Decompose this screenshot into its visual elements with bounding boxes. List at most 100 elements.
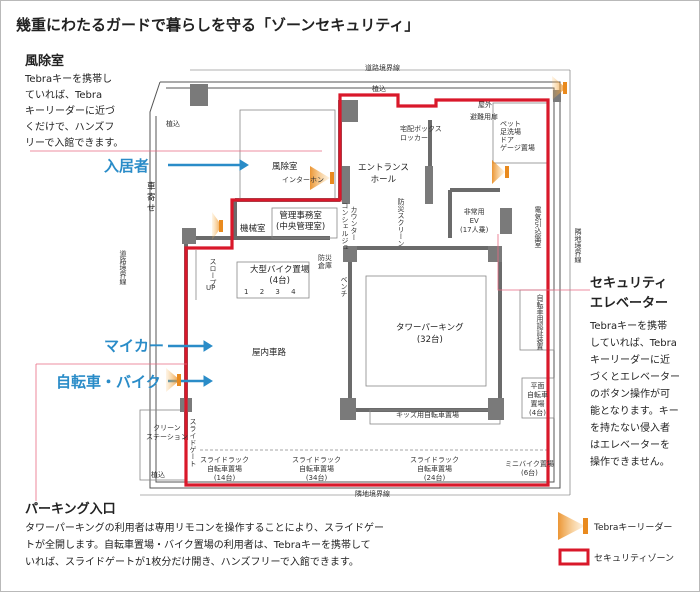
elevator-line: していれば、Tebra — [590, 338, 677, 349]
lobby-line: キーリーダーに近づ — [25, 106, 115, 117]
delivery-line: 宅配ボックス — [400, 125, 442, 133]
clean-station-line: ステーション — [146, 433, 188, 441]
planting-label: 植込 — [372, 85, 386, 93]
elevator-line: を持たない侵入者 — [590, 423, 670, 434]
elevator-line: 操作できません。 — [590, 457, 670, 468]
evac-door-label: 避難用扉 — [470, 113, 498, 121]
bike-slot-number: 2 — [259, 288, 265, 296]
ev-line: (17人乗) — [460, 226, 489, 234]
entrance-hall-line: エントランス — [358, 163, 409, 173]
bike-slot-number: 1 — [244, 288, 249, 296]
bike-label: 自転車・バイク — [56, 373, 161, 391]
slope-label: スロープ — [209, 258, 217, 286]
slide-rack-line: スライドラック — [410, 456, 459, 464]
security-zone-outline — [184, 93, 550, 487]
flat-bike-line: 置場 — [530, 400, 545, 408]
bench-label: ベンチ — [340, 276, 348, 297]
pet-line: 足洗場 — [500, 128, 521, 136]
clean-station-label: クリーン ステーション — [146, 424, 188, 442]
mgmt-line: (中央管理室) — [276, 222, 326, 232]
slide-gate-label: スライドゲート — [189, 418, 197, 467]
elevator-heading-line: エレベーター — [590, 296, 669, 311]
lobby-description: Tebraキーを携帯し ていれば、Tebra キーリーダーに近づ くだけで、ハン… — [25, 72, 140, 152]
elevator-line: キーリーダーに近 — [590, 355, 670, 366]
pillars — [180, 84, 561, 420]
inner-road-label: 屋内車路 — [252, 348, 287, 358]
concierge-label: カウンター — [350, 206, 358, 241]
legend-zone-label: セキュリティゾーン — [594, 554, 675, 564]
screen-label: 防災スクリーン — [397, 198, 405, 247]
parking-line: トが全開します。自転車置場・バイク置場の利用者は、Tebraキーを携帯して — [25, 540, 371, 551]
delivery-line: ロッカー — [400, 134, 428, 142]
entrance-hall-line: ホール — [370, 175, 397, 185]
elevator-line: づくとエレベーター — [590, 372, 680, 383]
delivery-box-label: 宅配ボックス ロッカー — [400, 125, 442, 143]
resident-label: 入居者 — [104, 157, 150, 175]
legend-symbols — [558, 512, 590, 566]
ev-line: 非常用 — [463, 208, 485, 216]
parking-heading: パーキング入口 — [25, 502, 116, 517]
warehouse-line: 防災 — [318, 254, 332, 262]
big-bike-line: (4台) — [269, 276, 290, 286]
emergency-ev-label: 非常用 EV (17人乗) — [460, 208, 488, 235]
slide-rack-line: 自転車置場 — [417, 465, 452, 473]
up-label: UP — [206, 284, 216, 292]
parking-description: タワーパーキングの利用者は専用リモコンを操作することにより、スライドゲー トが全… — [25, 520, 384, 571]
road-left-label: 道路境界線 — [119, 250, 127, 285]
pet-line: ドア — [500, 136, 514, 144]
big-bike-label: 大型バイク置場 (4台) — [250, 265, 309, 287]
planting-label: 植込 — [151, 471, 165, 479]
concierge-label: コンシェルジュ — [341, 202, 349, 251]
slide-rack-1-label: スライドラック 自転車置場 (14台) — [200, 456, 249, 483]
car-stop-line: 車 — [147, 182, 156, 192]
ev-line: EV — [469, 217, 479, 225]
tower-parking-line: タワーパーキング — [396, 323, 464, 333]
car-stop-line: 寄 — [147, 193, 156, 203]
pet-line: ペット — [500, 120, 521, 128]
elevator-description: Tebraキーを携帯 していれば、Tebra キーリーダーに近 づくとエレベータ… — [590, 318, 690, 471]
slide-rack-line: (14台) — [213, 474, 236, 482]
interior-lines — [139, 102, 555, 481]
car-stop-line: せ — [147, 204, 156, 214]
road-bottom-label: 隣地境界線 — [355, 490, 390, 498]
auth-device-label: 自転車用認証装置 — [536, 294, 544, 350]
flat-bike-line: (4台) — [529, 409, 546, 417]
bike-slot-number: 4 — [291, 288, 296, 296]
flat-bike-label: 平面 自転車 置場 (4台) — [527, 382, 548, 418]
electrical-room-label: 電気引込盤室 — [534, 206, 542, 248]
warehouse-label: 防災 倉庫 — [318, 254, 332, 270]
slide-rack-line: 自転車置場 — [299, 465, 334, 473]
elevator-line: はエレベーターを — [590, 440, 670, 451]
road-right-label: 隣地境界線 — [574, 228, 582, 263]
flat-bike-line: 平面 — [530, 382, 545, 390]
elevator-line: 能となります。キー — [590, 406, 679, 417]
leader-lines — [30, 150, 590, 501]
big-bike-numbers: 1 2 3 4 — [244, 288, 296, 296]
kids-bike-label: キッズ用自転車置場 — [396, 411, 459, 419]
elevator-line: のボタン操作が可 — [590, 389, 670, 400]
road-top-label: 道路境界線 — [365, 64, 400, 72]
slide-rack-line: 自転車置場 — [207, 465, 242, 473]
machine-room-label: 機械室 — [240, 224, 266, 234]
page-title: 幾重にわたるガードで暮らしを守る「ゾーンセキュリティ」 — [16, 16, 420, 34]
planting-label: 植込 — [166, 120, 180, 128]
slide-rack-line: スライドラック — [292, 456, 341, 464]
slide-rack-2-label: スライドラック 自転車置場 (34台) — [292, 456, 341, 483]
lobby-heading: 風除室 — [25, 54, 65, 69]
tower-parking-line: (32台) — [416, 335, 443, 345]
elevator-heading-line: セキュリティ — [590, 276, 668, 291]
mini-bike-line: ミニバイク置場 — [505, 460, 554, 468]
tower-parking-label: タワーパーキング (32台) — [396, 322, 464, 346]
mini-bike-label: ミニバイク置場 (6台) — [505, 460, 554, 478]
lobby-line: くだけで、ハンズフ — [25, 122, 115, 133]
reader-markers — [166, 76, 567, 392]
elevator-line: Tebraキーを携帯 — [590, 321, 668, 332]
lobby-line: ていれば、Tebra — [25, 90, 103, 101]
lobby-room-label: 風除室 — [272, 162, 298, 172]
warehouse-line: 倉庫 — [318, 262, 332, 270]
slide-rack-line: スライドラック — [200, 456, 249, 464]
slide-rack-line: (34台) — [305, 474, 328, 482]
slide-rack-line: (24台) — [423, 474, 446, 482]
building-outline — [149, 81, 561, 489]
